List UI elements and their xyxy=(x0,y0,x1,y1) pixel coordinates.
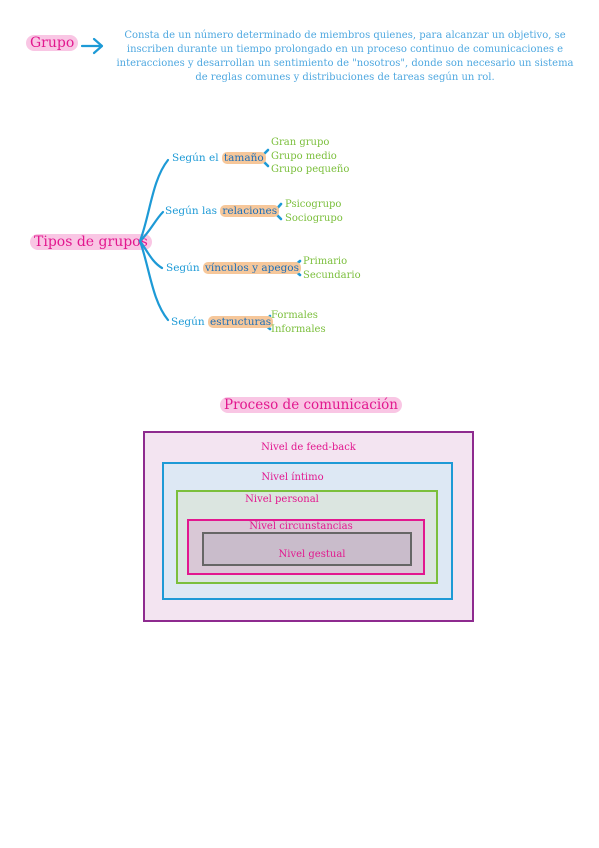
list-item: Formales xyxy=(271,310,318,321)
branch-key: relaciones xyxy=(220,205,280,217)
branch-key: tamaño xyxy=(221,152,266,164)
grupo-definition: Consta de un número determinado de miemb… xyxy=(116,30,574,83)
branch-line-2 xyxy=(138,210,165,243)
list-item: Grupo pequeño xyxy=(271,164,350,175)
list-item: Gran grupo xyxy=(271,137,330,148)
list-item: Primario xyxy=(303,256,348,267)
proceso-title: Proceso de comunicación xyxy=(220,397,402,413)
list-item: Psicogrupo xyxy=(285,199,342,210)
branch-label-estructuras: Según estructuras xyxy=(171,316,274,328)
branch-line-1 xyxy=(138,158,170,243)
list-item: Informales xyxy=(271,323,326,335)
branch-items-vinculos: Primario Secundario xyxy=(303,255,361,282)
level-gestual-label: Nivel gestual xyxy=(278,549,346,560)
level-gestual-box: Nivel gestual xyxy=(202,532,412,566)
branch-prefix: Según xyxy=(171,316,205,328)
branch-prefix: Según las xyxy=(165,205,217,217)
proceso-title-text: Proceso de comunicación xyxy=(220,397,402,413)
branch-prefix: Según el xyxy=(172,152,219,164)
level-intimo-label: Nivel íntimo xyxy=(261,472,324,483)
branch-key: estructuras xyxy=(208,316,274,328)
branch-label-relaciones: Según las relaciones xyxy=(165,205,280,217)
branch-items-estructuras: Formales Informales xyxy=(271,309,326,336)
level-circunstancias-label: Nivel circunstancias xyxy=(249,521,353,532)
level-feedback-label: Nivel de feed-back xyxy=(261,442,356,453)
branch-label-vinculos: Según vínculos y apegos xyxy=(166,262,301,274)
grupo-title-text: Grupo xyxy=(26,35,79,51)
list-item: Sociogrupo xyxy=(285,212,343,224)
grupo-title: Grupo xyxy=(26,35,79,51)
list-item: Secundario xyxy=(303,269,361,281)
level-personal-label: Nivel personal xyxy=(245,494,319,505)
branch-prefix: Según xyxy=(166,262,200,274)
tipos-title: Tipos de grupos xyxy=(30,234,152,250)
branch-line-4 xyxy=(138,239,170,322)
branch-items-relaciones: Psicogrupo Sociogrupo xyxy=(285,198,343,225)
branch-items-tamano: Gran grupo Grupo medio Grupo pequeño xyxy=(271,136,349,177)
tipos-title-text: Tipos de grupos xyxy=(30,234,152,250)
arrow-right-icon xyxy=(80,37,104,55)
branch-key: vínculos y apegos xyxy=(203,262,301,274)
list-item: Grupo medio xyxy=(271,150,337,162)
branch-label-tamano: Según el tamaño xyxy=(172,152,266,164)
